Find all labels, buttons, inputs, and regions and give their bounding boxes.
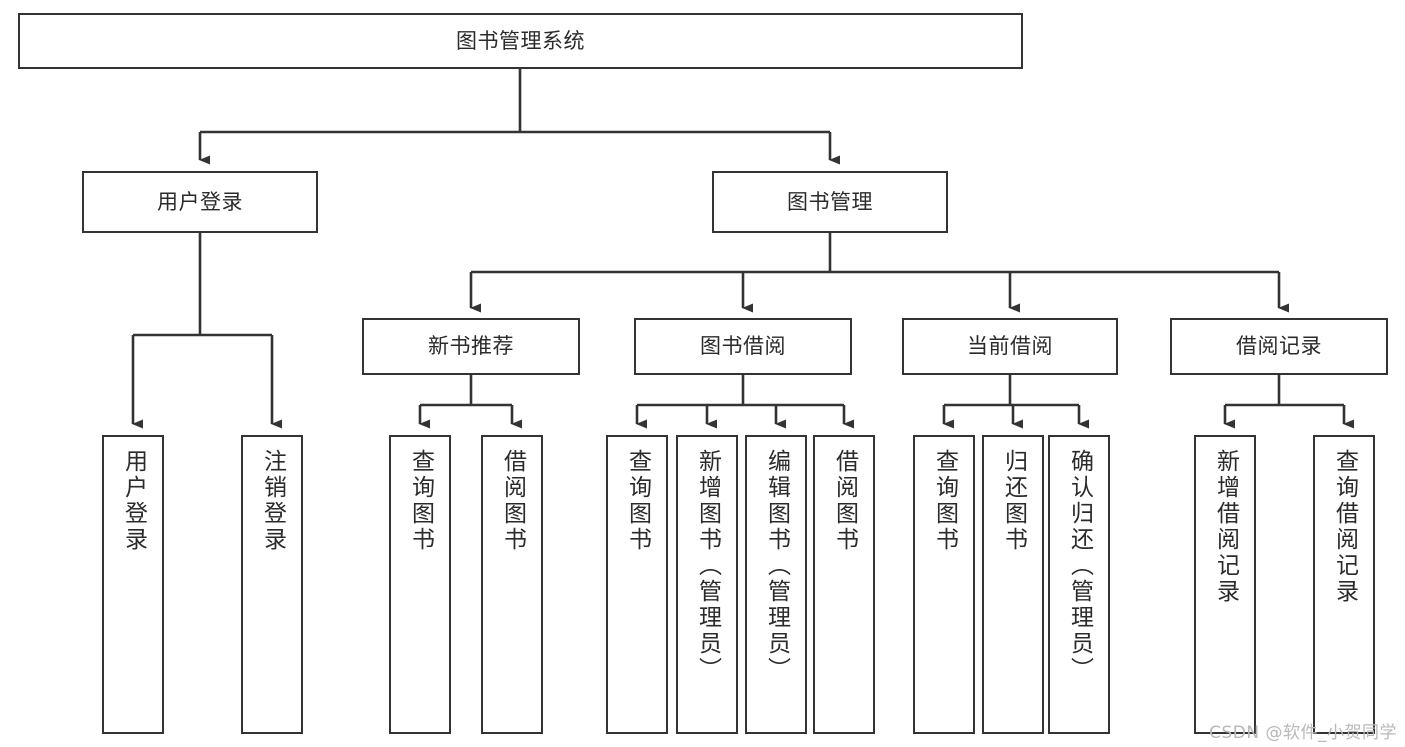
node-book-management-label: 图书管理 — [787, 189, 873, 214]
node-leaf-add-record-label: 新增借阅记录 — [1212, 449, 1239, 605]
node-leaf-user-login[interactable]: 用户登录 — [102, 435, 164, 734]
node-borrow-record-label: 借阅记录 — [1236, 334, 1322, 359]
node-leaf-query-record[interactable]: 查询借阅记录 — [1313, 435, 1375, 734]
watermark-text: CSDN @软件_小贺同学 — [1209, 723, 1397, 743]
node-leaf-logout[interactable]: 注销登录 — [241, 435, 303, 734]
node-leaf-query-book-3-label: 查询图书 — [931, 449, 958, 553]
node-leaf-borrow-book-1-label: 借阅图书 — [499, 449, 526, 553]
node-leaf-borrow-book-2[interactable]: 借阅图书 — [813, 435, 875, 734]
node-leaf-borrow-book-2-label: 借阅图书 — [831, 449, 858, 553]
node-leaf-query-book-1-label: 查询图书 — [407, 449, 434, 553]
node-root-system[interactable]: 图书管理系统 — [18, 13, 1023, 69]
node-current-borrow-label: 当前借阅 — [967, 334, 1053, 359]
node-leaf-return-book-label: 归还图书 — [1000, 449, 1027, 553]
node-user-login[interactable]: 用户登录 — [82, 171, 318, 233]
node-leaf-edit-book-label: 编辑图书（管理员） — [763, 449, 790, 683]
node-leaf-query-book-2-label: 查询图书 — [624, 449, 651, 553]
node-leaf-query-record-label: 查询借阅记录 — [1331, 449, 1358, 605]
node-leaf-query-book-2[interactable]: 查询图书 — [606, 435, 668, 734]
node-current-borrow[interactable]: 当前借阅 — [902, 318, 1118, 375]
node-leaf-logout-label: 注销登录 — [259, 449, 286, 553]
node-borrow-record[interactable]: 借阅记录 — [1170, 318, 1388, 375]
node-leaf-add-record[interactable]: 新增借阅记录 — [1194, 435, 1256, 734]
node-root-label: 图书管理系统 — [456, 28, 585, 53]
node-leaf-add-book-label: 新增图书（管理员） — [694, 449, 721, 683]
node-leaf-user-login-label: 用户登录 — [120, 449, 147, 553]
node-leaf-borrow-book-1[interactable]: 借阅图书 — [481, 435, 543, 734]
node-leaf-add-book[interactable]: 新增图书（管理员） — [676, 435, 738, 734]
node-book-borrow-label: 图书借阅 — [700, 334, 786, 359]
node-leaf-edit-book[interactable]: 编辑图书（管理员） — [745, 435, 807, 734]
node-book-borrow[interactable]: 图书借阅 — [634, 318, 852, 375]
node-leaf-query-book-3[interactable]: 查询图书 — [913, 435, 975, 734]
node-new-book-recommend-label: 新书推荐 — [428, 334, 514, 359]
node-new-book-recommend[interactable]: 新书推荐 — [362, 318, 580, 375]
node-user-login-label: 用户登录 — [157, 189, 243, 214]
node-leaf-query-book-1[interactable]: 查询图书 — [389, 435, 451, 734]
node-leaf-confirm-return-label: 确认归还（管理员） — [1066, 449, 1093, 683]
node-leaf-return-book[interactable]: 归还图书 — [982, 435, 1044, 734]
node-book-management[interactable]: 图书管理 — [712, 171, 948, 233]
node-leaf-confirm-return[interactable]: 确认归还（管理员） — [1048, 435, 1110, 734]
